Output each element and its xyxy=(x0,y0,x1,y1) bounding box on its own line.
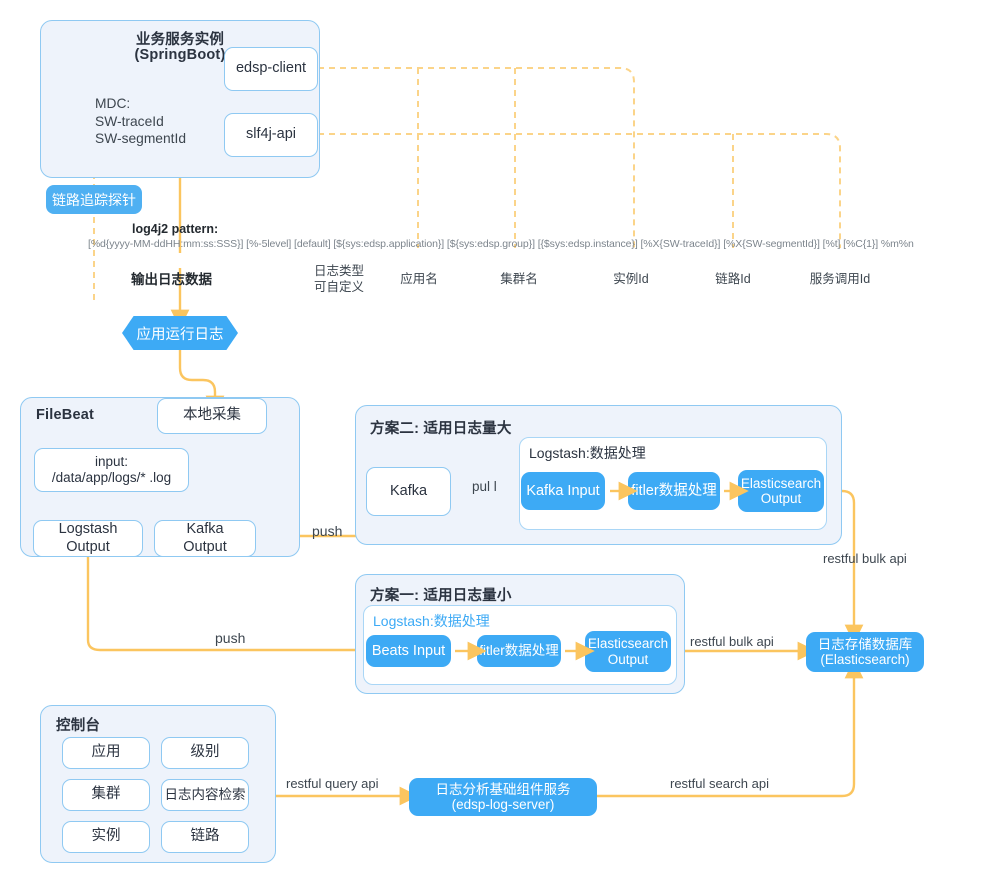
annotation-instance-id: 实例Id xyxy=(613,272,649,286)
local-collect-box[interactable]: 本地采集 xyxy=(157,398,267,434)
log-storage-db[interactable]: 日志存储数据库 (Elasticsearch) xyxy=(806,632,924,672)
log-analysis-server[interactable]: 日志分析基础组件服务 (edsp-log-server) xyxy=(409,778,597,816)
log-storage-db-label: 日志存储数据库 (Elasticsearch) xyxy=(817,636,913,667)
edge-label-restful-search: restful search api xyxy=(670,776,769,791)
console-item-instance-label: 实例 xyxy=(91,828,121,845)
console-item-app-label: 应用 xyxy=(91,744,121,761)
annotation-output-log-data: 输出日志数据 xyxy=(131,272,212,287)
edge-label-restful-bulk-bottom: restful bulk api xyxy=(690,634,774,649)
mdc-label: MDC: SW-traceId SW-segmentId xyxy=(95,96,186,147)
filter-stage-one[interactable]: fitler数据处理 xyxy=(477,635,561,667)
elasticsearch-output-two[interactable]: Elasticsearch Output xyxy=(738,470,824,512)
service-panel-title-line1: 业务服务实例 xyxy=(135,32,225,48)
annotation-trace-id: 链路Id xyxy=(715,272,751,286)
console-item-trace-label: 链路 xyxy=(190,828,220,845)
logstash-output-label: Logstash Output xyxy=(58,521,118,555)
kafka-box[interactable]: Kafka xyxy=(366,467,451,516)
logstash-output-box[interactable]: Logstash Output xyxy=(33,520,143,557)
annotation-cluster-name: 集群名 xyxy=(500,272,538,286)
trace-probe-badge[interactable]: 链路追踪探针 xyxy=(46,185,142,214)
annotation-log-type: 日志类型 可自定义 xyxy=(313,264,364,294)
scheme-one-logstash-title: Logstash:数据处理 xyxy=(373,613,490,629)
console-title: 控制台 xyxy=(56,718,101,734)
edsp-client-box[interactable]: edsp-client xyxy=(224,47,318,91)
filebeat-title: FileBeat xyxy=(36,407,95,423)
hexagon-shape xyxy=(122,316,238,350)
beats-input-stage[interactable]: Beats Input xyxy=(366,635,451,667)
filter-stage-two[interactable]: fitler数据处理 xyxy=(628,472,720,510)
elasticsearch-output-one[interactable]: Elasticsearch Output xyxy=(585,631,671,672)
kafka-output-box[interactable]: Kafka Output xyxy=(154,520,256,557)
slf4j-api-label: slf4j-api xyxy=(246,126,296,143)
scheme-one-title: 方案一: 适用日志量小 xyxy=(370,588,512,604)
filebeat-input-label: input: /data/app/logs/* .log xyxy=(51,454,172,485)
filebeat-input-box: input: /data/app/logs/* .log xyxy=(34,448,189,492)
edge-label-push-top: push xyxy=(312,523,343,539)
elasticsearch-output-one-label: Elasticsearch Output xyxy=(587,636,669,667)
console-item-app[interactable]: 应用 xyxy=(62,737,150,769)
slf4j-api-box[interactable]: slf4j-api xyxy=(224,113,318,157)
log4j2-pattern-heading: log4j2 pattern: xyxy=(132,222,219,236)
console-item-cluster[interactable]: 集群 xyxy=(62,779,150,811)
console-item-log-search[interactable]: 日志内容检索 xyxy=(161,779,249,811)
pull-label: pul l xyxy=(472,479,497,494)
kafka-input-label: Kafka Input xyxy=(526,482,600,499)
scheme-two-logstash-title: Logstash:数据处理 xyxy=(529,445,646,461)
elasticsearch-output-two-label: Elasticsearch Output xyxy=(740,475,822,506)
console-item-level-label: 级别 xyxy=(190,744,220,761)
runtime-log-hexagon: 应用运行日志 xyxy=(122,316,238,350)
edge-label-push-bottom: push xyxy=(215,630,246,646)
log-analysis-server-label: 日志分析基础组件服务 (edsp-log-server) xyxy=(435,781,571,812)
kafka-output-label: Kafka Output xyxy=(183,521,227,555)
kafka-label: Kafka xyxy=(389,482,428,499)
edsp-client-label: edsp-client xyxy=(235,60,307,77)
console-item-cluster-label: 集群 xyxy=(91,786,121,803)
annotation-app-name: 应用名 xyxy=(400,272,438,286)
console-item-log-search-label: 日志内容检索 xyxy=(164,787,246,803)
runtime-log-label: 应用运行日志 xyxy=(136,326,224,343)
kafka-input-stage[interactable]: Kafka Input xyxy=(521,472,605,510)
service-panel-title-line2: (SpringBoot) xyxy=(134,47,226,63)
local-collect-label: 本地采集 xyxy=(183,407,241,424)
trace-probe-label: 链路追踪探针 xyxy=(52,191,136,208)
edge-label-restful-query: restful query api xyxy=(286,776,379,791)
scheme-two-title: 方案二: 适用日志量大 xyxy=(370,421,512,437)
filter-stage-two-label: fitler数据处理 xyxy=(631,482,717,499)
edge-label-restful-bulk-top: restful bulk api xyxy=(823,551,907,566)
annotation-service-call-id: 服务调用Id xyxy=(809,272,871,286)
beats-input-label: Beats Input xyxy=(371,642,446,659)
log4j2-pattern-value: [%d{yyyy-MM-ddHH:mm:ss:SSS}] [%-5level] … xyxy=(88,238,914,250)
console-item-instance[interactable]: 实例 xyxy=(62,821,150,853)
console-item-trace[interactable]: 链路 xyxy=(161,821,249,853)
filter-stage-one-label: fitler数据处理 xyxy=(479,643,559,659)
console-item-level[interactable]: 级别 xyxy=(161,737,249,769)
